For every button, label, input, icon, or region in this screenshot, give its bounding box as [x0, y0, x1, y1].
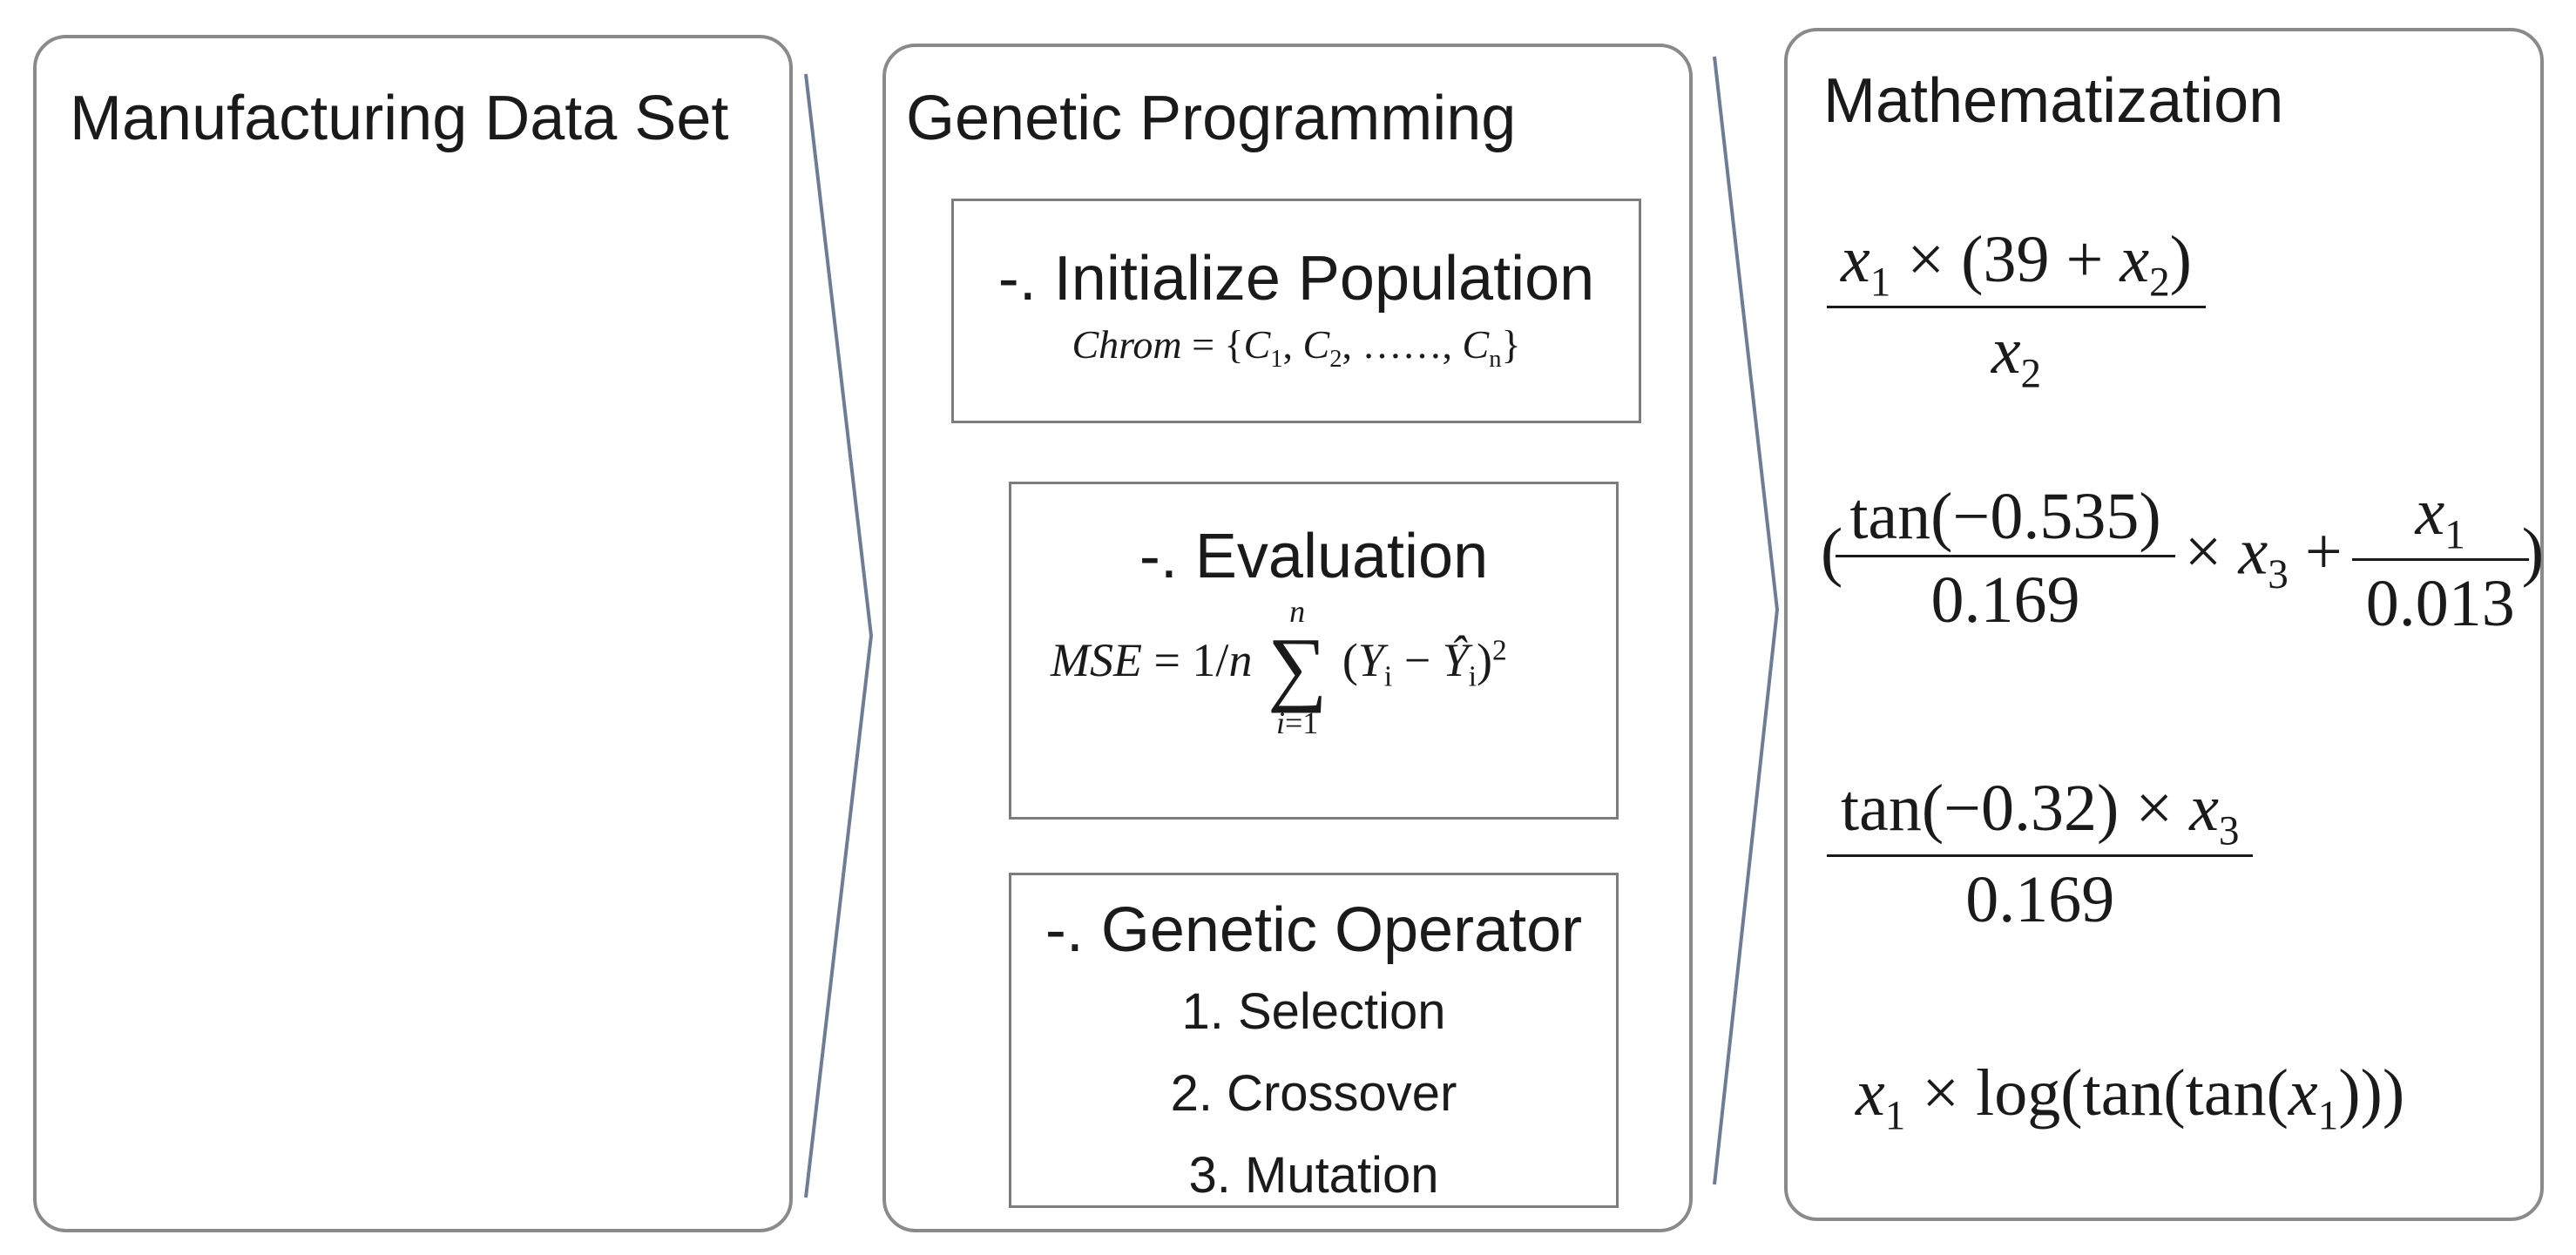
- formula-1: x1 × (39 + x2) x2: [1827, 222, 2206, 398]
- formula-3: tan(−0.32) × x3 0.169: [1827, 771, 2254, 938]
- mse-formula: MSE = 1/n n ∑ i=1 (Yi − Ŷi)2: [1051, 594, 1507, 740]
- genetic-operator-box: -. Genetic Operator 1. Selection 2. Cros…: [1009, 873, 1619, 1208]
- panel-title-genetic-programming: Genetic Programming: [906, 84, 1517, 153]
- operator-item-crossover: 2. Crossover: [1170, 1065, 1457, 1122]
- operator-item-mutation: 3. Mutation: [1188, 1147, 1439, 1204]
- evaluation-title: -. Evaluation: [1139, 522, 1489, 591]
- genetic-operator-title: -. Genetic Operator: [1045, 895, 1583, 965]
- chevron-arrow-1: [804, 73, 874, 1198]
- initialize-population-title: -. Initialize Population: [997, 244, 1595, 314]
- panel-title-mathematization: Mathematization: [1823, 66, 2284, 136]
- evaluation-box: -. Evaluation MSE = 1/n n ∑ i=1 (Yi − Ŷi…: [1009, 482, 1619, 820]
- panel-mathematization: [1784, 28, 2544, 1221]
- chromosome-formula: Chrom = {C1, C2, ……, Cn}: [1072, 322, 1521, 373]
- chevron-arrow-2: [1713, 56, 1780, 1185]
- operator-item-selection: 1. Selection: [1181, 983, 1446, 1040]
- formula-2: ( tan(−0.535) 0.169 × x3 + x1 0.013 ): [1821, 476, 2544, 641]
- panel-manufacturing-data-set: [33, 35, 793, 1232]
- panel-title-data-set: Manufacturing Data Set: [70, 84, 729, 153]
- initialize-population-box: -. Initialize Population Chrom = {C1, C2…: [951, 199, 1641, 423]
- formula-4: x1 × log(tan(tan(x1))): [1856, 1056, 2405, 1139]
